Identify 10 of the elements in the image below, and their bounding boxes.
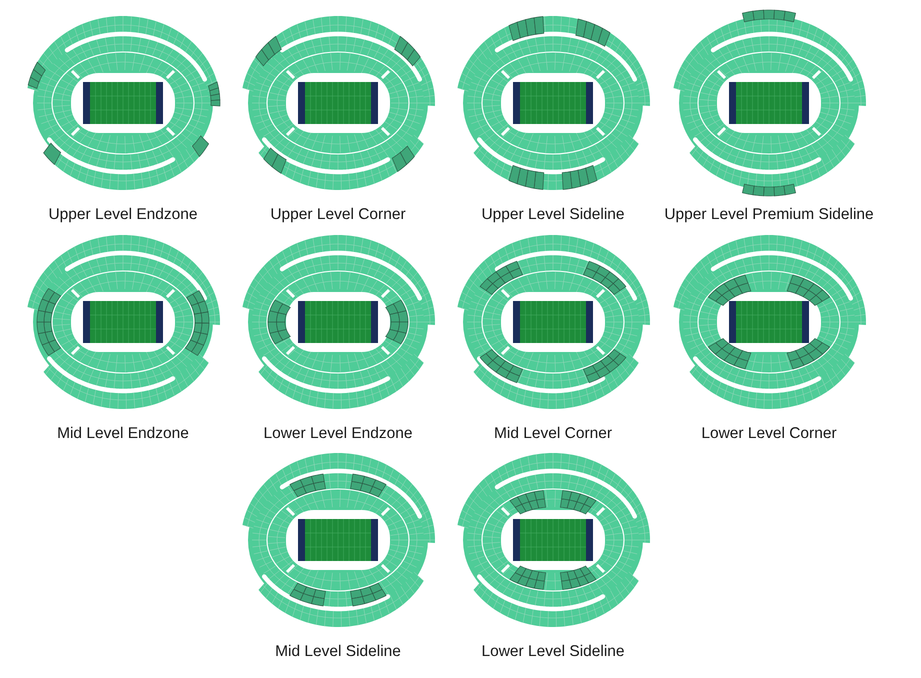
map-caption: Upper Level Corner xyxy=(270,206,406,224)
map-caption: Mid Level Sideline xyxy=(275,643,401,661)
map-caption: Lower Level Endzone xyxy=(263,425,413,443)
map-caption: Lower Level Sideline xyxy=(481,643,625,661)
map-caption: Mid Level Endzone xyxy=(57,425,189,443)
map-caption: Upper Level Premium Sideline xyxy=(664,206,874,224)
map-caption: Mid Level Corner xyxy=(494,425,612,443)
map-caption: Upper Level Sideline xyxy=(481,206,625,224)
map-caption: Lower Level Corner xyxy=(701,425,837,443)
map-caption: Upper Level Endzone xyxy=(48,206,198,224)
